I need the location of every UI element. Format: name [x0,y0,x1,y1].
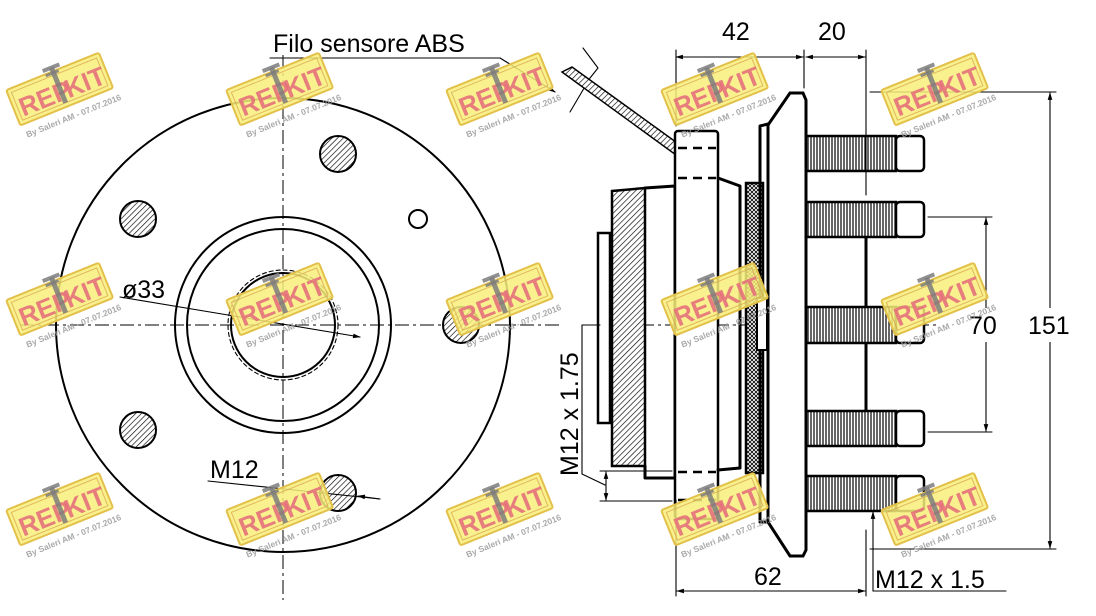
stud-4-tip [894,409,926,448]
dim-70-label: 70 [969,312,997,340]
dim-20-label: 20 [818,18,846,46]
pilot-hole [408,209,428,229]
thread-175-leader-bend [581,473,606,486]
stud-4-thread [804,409,898,448]
bolt-hole-1 [319,135,357,173]
dim-42-label: 42 [722,18,750,46]
watermark-stamp: REP KIT By Saleri AM - 07.07.2016 [880,52,998,140]
bolt-hole-4 [119,411,157,449]
bolt-thread-arrow [357,494,381,500]
dimensions: 42 20 70 151 62 M12 x 1.5 M12 x 1.75 [556,18,1078,597]
thread-175-label: M12 x 1.75 [556,352,584,476]
stud-5-thread [804,474,898,513]
abs-sensor-cable [560,66,681,157]
stud-1-tip [894,134,926,173]
side-section-view [590,91,940,558]
outer-race-section [610,186,647,468]
dim-62-label: 62 [754,563,782,591]
stud-2-tip [894,200,926,239]
watermark-stamp: REP KIT By Saleri AM - 07.07.2016 [5,472,123,560]
dim-70-gap [966,308,1006,342]
bore-diameter-label: ø33 [122,276,165,304]
knuckle-body [643,184,677,480]
bearing-spacer [716,176,742,472]
stud-3-thread [804,305,898,345]
spline-bore-outer [227,269,339,381]
hub-ring-outer [174,216,392,434]
bolt-thread-label: M12 [210,456,259,484]
dim-151-label: 151 [1028,312,1070,340]
abs-sensor-label: Filo sensore ABS [273,30,465,58]
cable-break-mark [569,47,599,113]
watermark-stamp: REP KIT By Saleri AM - 07.07.2016 [5,52,123,140]
spline-bore [230,272,336,378]
watermark-stamp: REP KIT By Saleri AM - 07.07.2016 [445,472,563,560]
bolt-hole-2 [119,200,157,238]
thread-15-label: M12 x 1.5 [875,566,985,594]
hub-ring-inner [186,228,380,422]
dim-151-gap [1026,308,1078,342]
rear-cap [596,231,612,425]
stud-2-thread [804,200,898,239]
hub-flange [766,91,808,558]
stud-1-thread [804,134,898,173]
